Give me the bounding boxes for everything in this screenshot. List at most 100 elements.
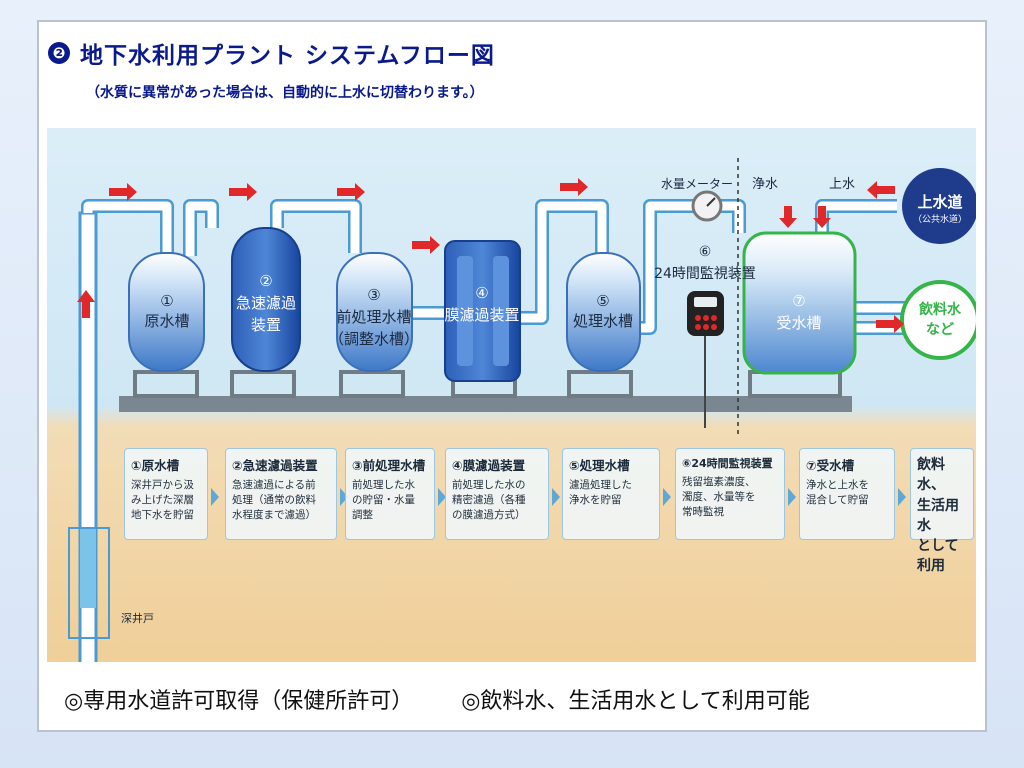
desc-line: 地下水を貯留 [131, 509, 194, 522]
desc-body: 深井戸から汲 み上げた深層 地下水を貯留 [131, 478, 201, 524]
desc-line: 常時監視 [682, 506, 724, 519]
desc-line: 浄水と上水を [806, 479, 869, 491]
tank-5 [566, 252, 641, 372]
tank-2-label-1: 急速濾過 [236, 294, 296, 312]
desc-line: 前処理した水 [352, 479, 415, 491]
output-label-2: など [926, 322, 954, 338]
desc-box-8: 飲料水、 生活用水 として利用 [910, 448, 974, 574]
desc-body: 浄水と上水を 混合して貯留 [806, 478, 888, 508]
tank-7-num: ⑦ [792, 292, 805, 310]
tank-2-label-2: 装置 [251, 316, 281, 334]
desc-line: 混合して貯留 [806, 494, 869, 507]
well-label: 深井戸 [121, 611, 154, 625]
city-water-circle [902, 168, 976, 244]
title-number-badge: ❷ [48, 42, 70, 64]
desc-title: ⑦受水槽 [806, 458, 855, 473]
desc-title: ②急速濾過装置 [232, 458, 318, 473]
diagram-svg: ① 原水槽 ② 急速濾過 装置 ③ 前処理水槽 （調整水槽） ④ 膜濾過装置 ⑤… [68, 158, 976, 662]
flow-diagram: ① 原水槽 ② 急速濾過 装置 ③ 前処理水槽 （調整水槽） ④ 膜濾過装置 ⑤… [47, 128, 976, 662]
desc-body: 前処理した水の 精密濾過（各種 の膜濾過方式） [452, 478, 542, 524]
desc-final-text: 飲料水、 生活用水 として利用 [917, 455, 967, 577]
desc-title: ④膜濾過装置 [452, 458, 526, 473]
tank-7 [742, 231, 857, 375]
desc-line: 濁度、水量等を [682, 491, 756, 504]
desc-line: 処理（通常の飲料 [232, 494, 316, 507]
desc-line: 急速濾過による前 [232, 479, 316, 491]
desc-box-6: ⑥24時間監視装置 残留塩素濃度、 濁度、水量等を 常時監視 [675, 448, 785, 540]
desc-line: 水程度まで濾過） [232, 509, 316, 522]
desc-line: の膜濾過方式） [452, 509, 526, 522]
city-source-label-2: （公共水道） [913, 213, 967, 225]
chevron-right-icon [211, 488, 219, 506]
desc-box-7: ⑦受水槽 浄水と上水を 混合して貯留 [799, 448, 895, 540]
clean-water-label: 浄水 [752, 177, 778, 192]
desc-body: 濾過処理した 浄水を貯留 [569, 478, 653, 508]
chevron-right-icon [788, 488, 796, 506]
flow-arrows [77, 178, 904, 333]
tank-5-num: ⑤ [596, 292, 609, 310]
chevron-right-icon [340, 488, 348, 506]
desc-title: ⑤処理水槽 [569, 458, 630, 473]
desc-box-2: ②急速濾過装置 急速濾過による前 処理（通常の飲料 水程度まで濾過） [225, 448, 337, 540]
tank-1-label: 原水槽 [144, 312, 189, 330]
desc-line: として利用 [917, 538, 959, 575]
tank-2-num: ② [259, 272, 272, 290]
desc-body: 急速濾過による前 処理（通常の飲料 水程度まで濾過） [232, 478, 330, 524]
chevron-right-icon [552, 488, 560, 506]
desc-title: ③前処理水槽 [352, 458, 426, 473]
desc-line: 浄水を貯留 [569, 494, 622, 507]
tank-4 [444, 240, 521, 382]
desc-line: 残留塩素濃度、 [682, 476, 756, 488]
output-label-1: 飲料水 [918, 301, 962, 318]
page-subtitle: （水質に異常があった場合は、自動的に上水に切替わります。） [86, 85, 484, 101]
monitor-label: 24時間監視装置 [654, 265, 756, 282]
footer-right: ◎飲料水、生活用水として利用可能 [461, 689, 810, 714]
desc-box-1: ①原水槽 深井戸から汲 み上げた深層 地下水を貯留 [124, 448, 208, 540]
desc-title: ⑥24時間監視装置 [682, 457, 773, 470]
tank-1 [128, 252, 205, 372]
chevron-right-icon [898, 488, 906, 506]
desc-line: 調整 [352, 509, 373, 522]
monitor-num: ⑥ [699, 244, 712, 260]
desc-line: 飲料水、 [917, 457, 945, 494]
monitor-device [687, 291, 724, 428]
tank-2 [231, 227, 301, 372]
base-platform [119, 396, 852, 412]
desc-line: 深井戸から汲 [131, 479, 194, 491]
city-source-label-1: 上水道 [917, 193, 962, 211]
well-pipe [68, 211, 110, 662]
city-water-label: 上水 [829, 177, 855, 192]
tank-stands [133, 370, 842, 398]
page-title: 地下水利用プラント システムフロー図 [80, 43, 495, 69]
tank-4-label: 膜濾過装置 [444, 306, 519, 324]
chevron-right-icon [438, 488, 446, 506]
desc-box-4: ④膜濾過装置 前処理した水の 精密濾過（各種 の膜濾過方式） [445, 448, 549, 540]
title-row: ❷ 地下水利用プラント システムフロー図 [48, 36, 495, 70]
tank-5-label: 処理水槽 [573, 312, 633, 330]
desc-box-5: ⑤処理水槽 濾過処理した 浄水を貯留 [562, 448, 660, 540]
tank-4-num: ④ [475, 284, 488, 302]
desc-box-3: ③前処理水槽 前処理した水 の貯留・水量 調整 [345, 448, 435, 540]
footer-left: ◎専用水道許可取得（保健所許可） [64, 689, 414, 714]
tank-7-label: 受水槽 [776, 314, 821, 332]
output-circle [900, 280, 976, 360]
desc-line: 前処理した水の [452, 479, 526, 491]
desc-title: ①原水槽 [131, 458, 180, 473]
desc-line: 濾過処理した [569, 479, 632, 491]
desc-body: 残留塩素濃度、 濁度、水量等を 常時監視 [682, 475, 778, 521]
tank-3 [336, 252, 413, 372]
pipe-network [81, 199, 907, 335]
desc-line: 精密濾過（各種 [452, 494, 526, 507]
tank-1-num: ① [160, 292, 173, 310]
desc-line: の貯留・水量 [352, 494, 415, 507]
flow-meter-icon [691, 190, 723, 222]
meter-label: 水量メーター [661, 177, 733, 191]
footer: ◎専用水道許可取得（保健所許可） ◎飲料水、生活用水として利用可能 [64, 683, 964, 715]
desc-line: 生活用水 [917, 497, 959, 534]
tank-3-label-2: （調整水槽） [329, 330, 419, 348]
tank-3-num: ③ [367, 286, 380, 304]
desc-line: み上げた深層 [131, 494, 194, 507]
chevron-right-icon [663, 488, 671, 506]
desc-body: 前処理した水 の貯留・水量 調整 [352, 478, 428, 524]
tank-3-label-1: 前処理水槽 [336, 308, 411, 326]
